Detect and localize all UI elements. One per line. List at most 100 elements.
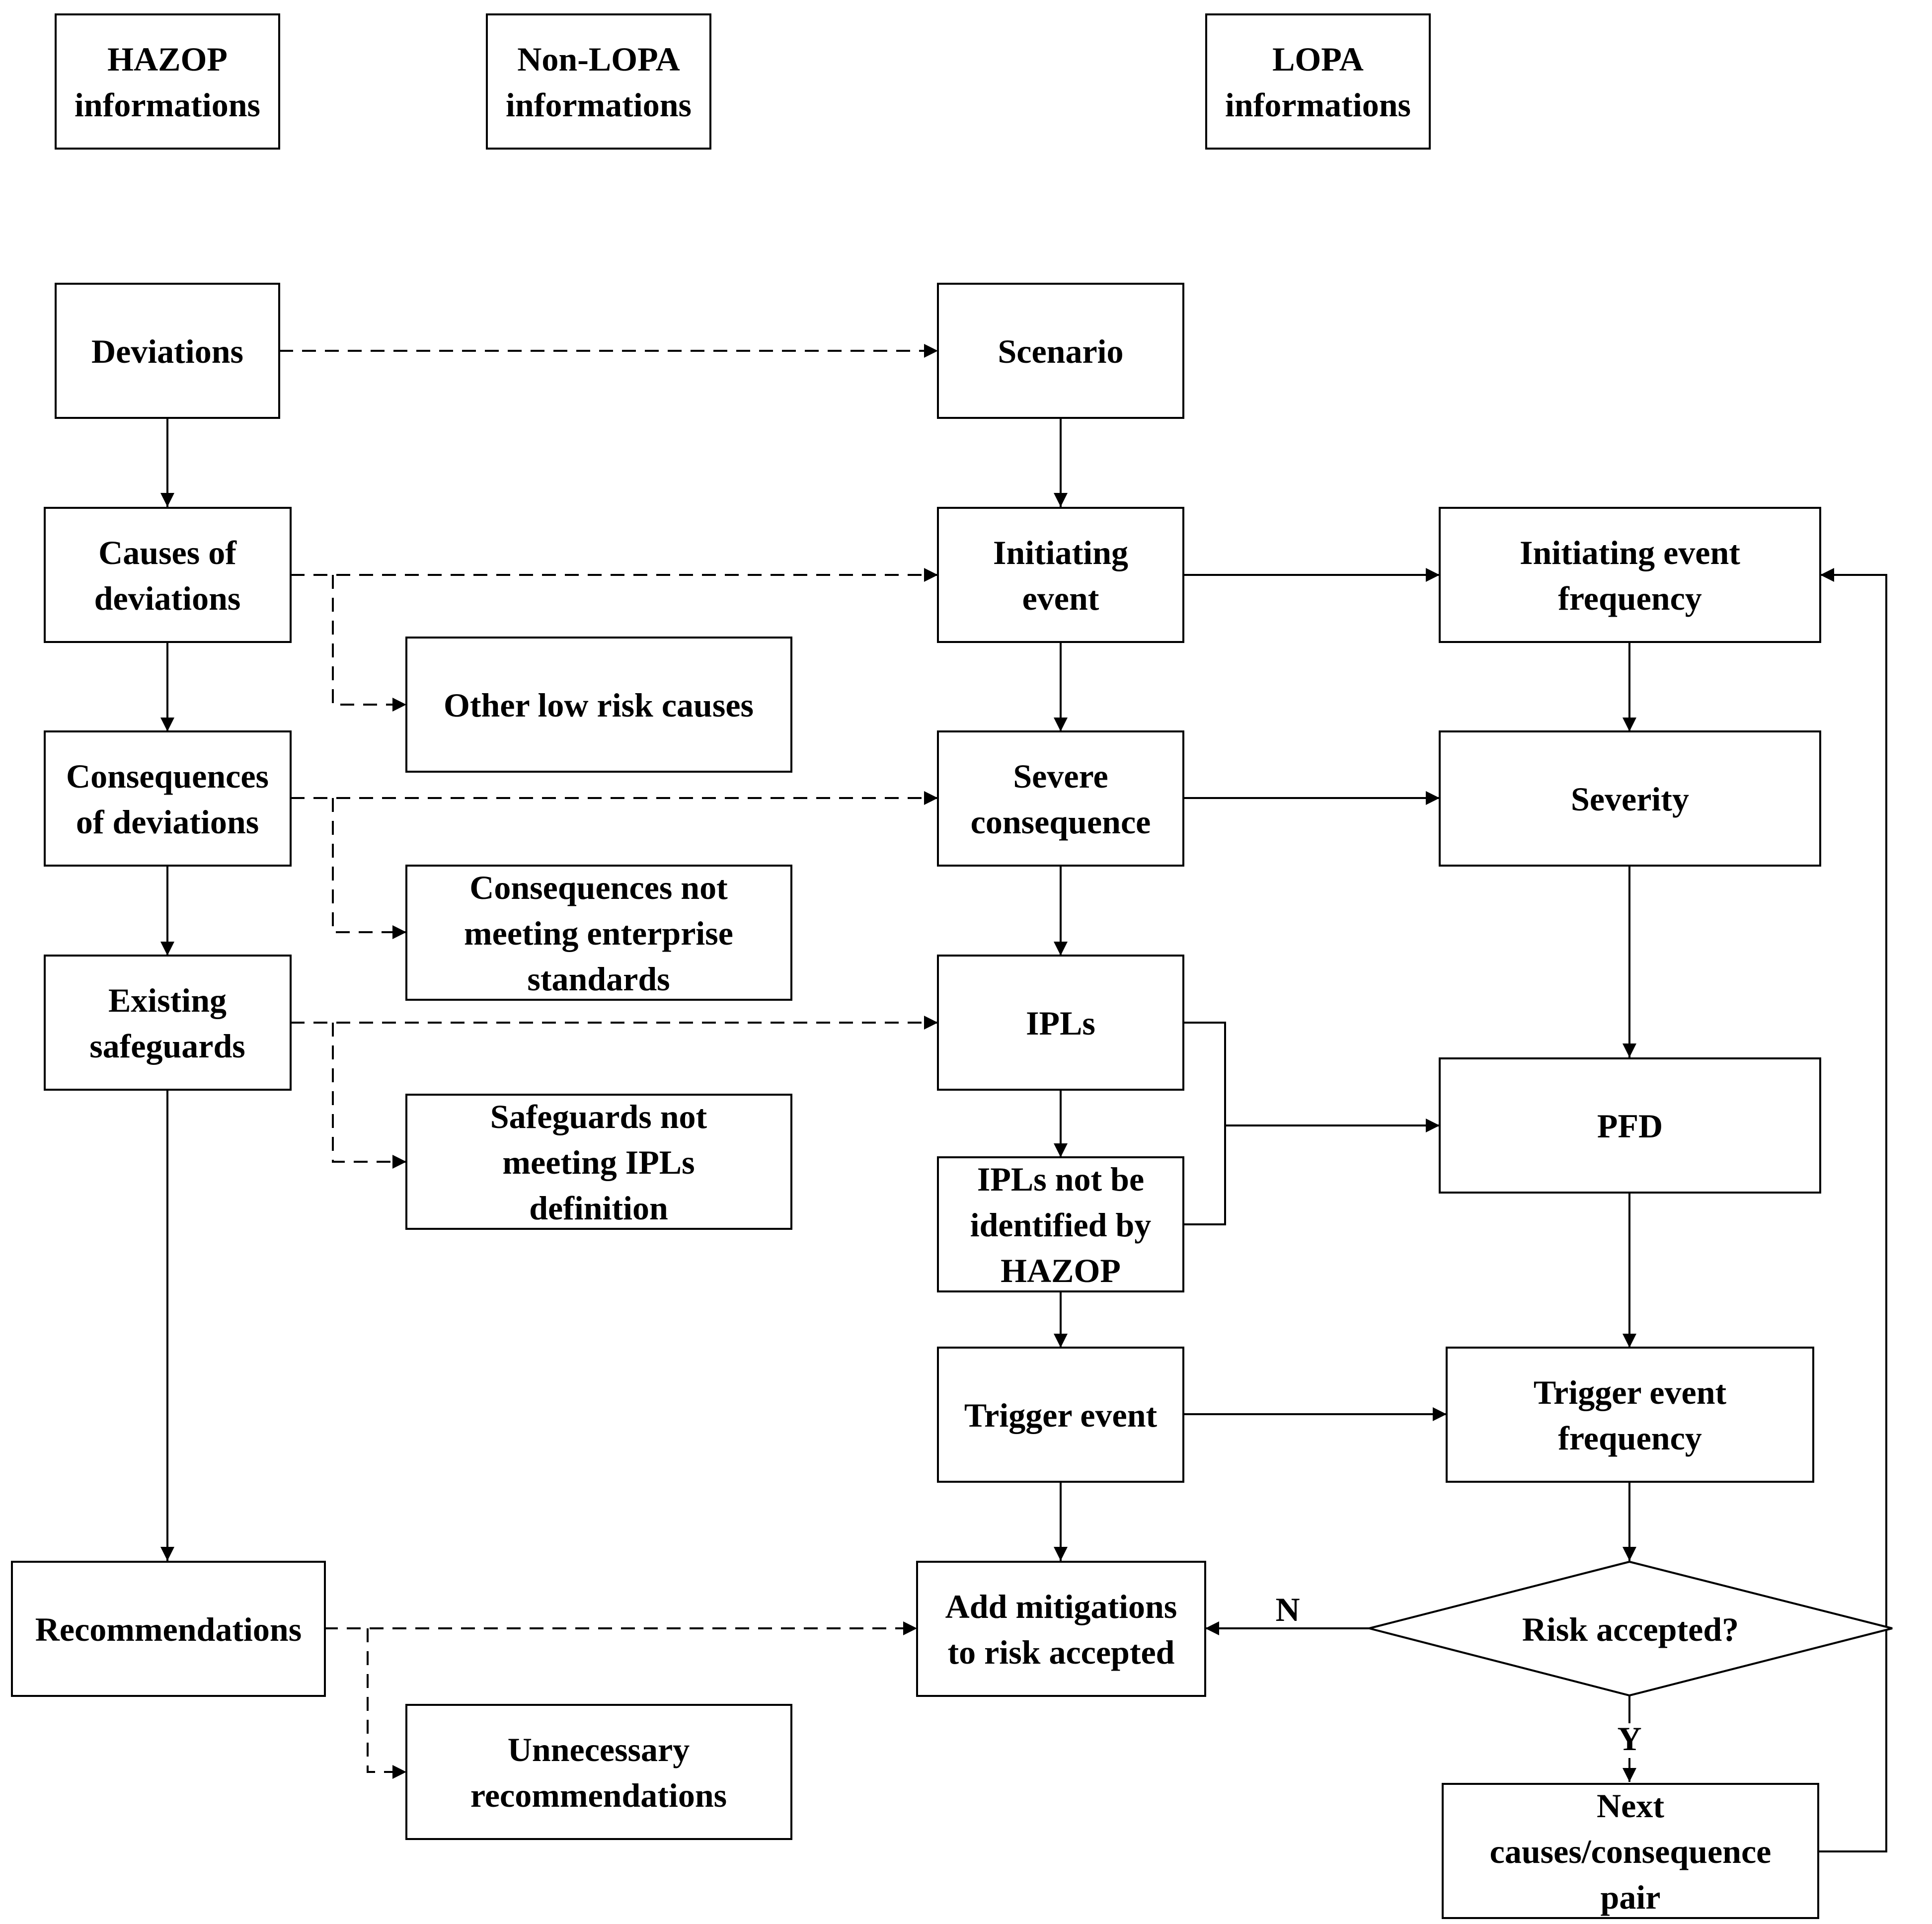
safeguards-not-meeting-line: meeting IPLs: [502, 1143, 695, 1181]
edge-causes-other-low-risk: [332, 575, 406, 712]
edge-consequences-not-meeting: [332, 798, 406, 939]
risk-accepted-decision: Risk accepted?: [1369, 1560, 1893, 1697]
edge-ipls-bracket: [1183, 1022, 1226, 1225]
next-pair-line: causes/consequence: [1490, 1833, 1772, 1870]
edge-label-no: N: [1275, 1591, 1300, 1628]
initiating-event-line: event: [1022, 579, 1099, 617]
ipls-line: IPLs: [1026, 1004, 1095, 1042]
consequences-line: of deviations: [76, 803, 259, 841]
edge-recs-unnecessary: [367, 1628, 406, 1779]
svg-text:Risk accepted?: Risk accepted?: [1522, 1610, 1739, 1648]
deviations-node: Deviations: [55, 283, 280, 419]
non-lopa-header: Non-LOPA informations: [486, 13, 711, 150]
other-low-risk-causes-node: Other low risk causes: [405, 637, 792, 773]
safeguards-node: Existing safeguards: [44, 955, 292, 1091]
svg-text:Trigger event: Trigger event: [964, 1396, 1158, 1434]
severe-consequence-node: Severe consequence: [937, 730, 1184, 867]
severity-node: Severity: [1439, 730, 1821, 867]
add-mitigations-line: Add mitigations: [945, 1588, 1177, 1625]
causes-node: Causes of deviations: [44, 507, 292, 643]
scenario-line: Scenario: [998, 332, 1123, 370]
severity-line: Severity: [1571, 780, 1689, 818]
scenario-node: Scenario: [937, 283, 1184, 419]
consequences-not-meeting-node: Consequences not meeting enterprise standa…: [405, 865, 792, 1001]
edge-label-yes: Y: [1617, 1720, 1641, 1758]
initiating-event-node: Initiating event: [937, 507, 1184, 643]
conseq-not-meeting-line: meeting enterprise: [464, 914, 733, 952]
ipls-node: IPLs: [937, 955, 1184, 1091]
trigger-event-line: Trigger event: [964, 1396, 1158, 1434]
ipls-not-identified-node: IPLs not be identified by HAZOP: [937, 1156, 1184, 1292]
svg-text:Other low risk causes: Other low risk causes: [444, 686, 754, 724]
trigger-event-frequency-node: Trigger event frequency: [1446, 1347, 1814, 1483]
hazop-header-line: informations: [75, 86, 260, 124]
lopa-header-line: informations: [1225, 86, 1411, 124]
consequences-node: Consequences of deviations: [44, 730, 292, 867]
next-pair-line: pair: [1601, 1878, 1661, 1916]
pfd-line: PFD: [1597, 1107, 1663, 1145]
next-pair-node: Next causes/consequence pair: [1442, 1783, 1819, 1919]
trigger-event-node: Trigger event: [937, 1347, 1184, 1483]
init-event-freq-line: Initiating event: [1520, 534, 1740, 571]
svg-text:Severity: Severity: [1571, 780, 1689, 818]
trigger-event-freq-line: Trigger event: [1534, 1373, 1727, 1411]
svg-text:Scenario: Scenario: [998, 332, 1123, 370]
add-mitigations-line: to risk accepted: [947, 1633, 1174, 1671]
unnecessary-recs-line: Unnecessary: [508, 1731, 690, 1768]
svg-text:PFD: PFD: [1597, 1107, 1663, 1145]
severe-consequence-line: consequence: [971, 803, 1151, 841]
safeguards-not-meeting-line: definition: [529, 1189, 668, 1227]
svg-text:Deviations: Deviations: [91, 332, 243, 370]
add-mitigations-node: Add mitigations to risk accepted: [916, 1561, 1206, 1697]
initiating-event-line: Initiating: [993, 534, 1128, 571]
trigger-event-freq-line: frequency: [1558, 1419, 1702, 1457]
consequences-line: Consequences: [66, 757, 269, 795]
unnecessary-recs-line: recommendations: [470, 1776, 727, 1814]
recommendations-node: Recommendations: [11, 1561, 326, 1697]
causes-line: Causes of: [98, 534, 237, 571]
ipls-not-identified-line: identified by: [970, 1206, 1152, 1244]
unnecessary-recommendations-node: Unnecessary recommendations: [405, 1704, 792, 1840]
nonlopa-header-line: Non-LOPA: [517, 40, 680, 78]
edge-safeguards-not-meeting: [332, 1023, 406, 1169]
ipls-not-identified-line: HAZOP: [1001, 1252, 1121, 1289]
svg-text:IPLs: IPLs: [1026, 1004, 1095, 1042]
pfd-node: PFD: [1439, 1057, 1821, 1194]
lopa-header-line: LOPA: [1272, 40, 1364, 78]
nonlopa-header-line: informations: [506, 86, 692, 124]
ipls-not-identified-line: IPLs not be: [977, 1160, 1144, 1198]
recommendations-line: Recommendations: [35, 1610, 302, 1648]
conseq-not-meeting-line: standards: [527, 960, 670, 998]
next-pair-line: Next: [1597, 1787, 1664, 1825]
safeguards-not-meeting-line: Safeguards not: [490, 1098, 707, 1135]
conseq-not-meeting-line: Consequences not: [469, 869, 728, 906]
safeguards-not-meeting-node: Safeguards not meeting IPLs definition: [405, 1094, 792, 1230]
severe-consequence-line: Severe: [1013, 757, 1108, 795]
causes-line: deviations: [94, 579, 241, 617]
other-low-risk-line: Other low risk causes: [444, 686, 754, 724]
svg-text:Recommendations: Recommendations: [35, 1610, 302, 1648]
safeguards-line: safeguards: [89, 1027, 245, 1065]
safeguards-line: Existing: [108, 981, 227, 1019]
lopa-header: LOPA informations: [1205, 13, 1431, 150]
